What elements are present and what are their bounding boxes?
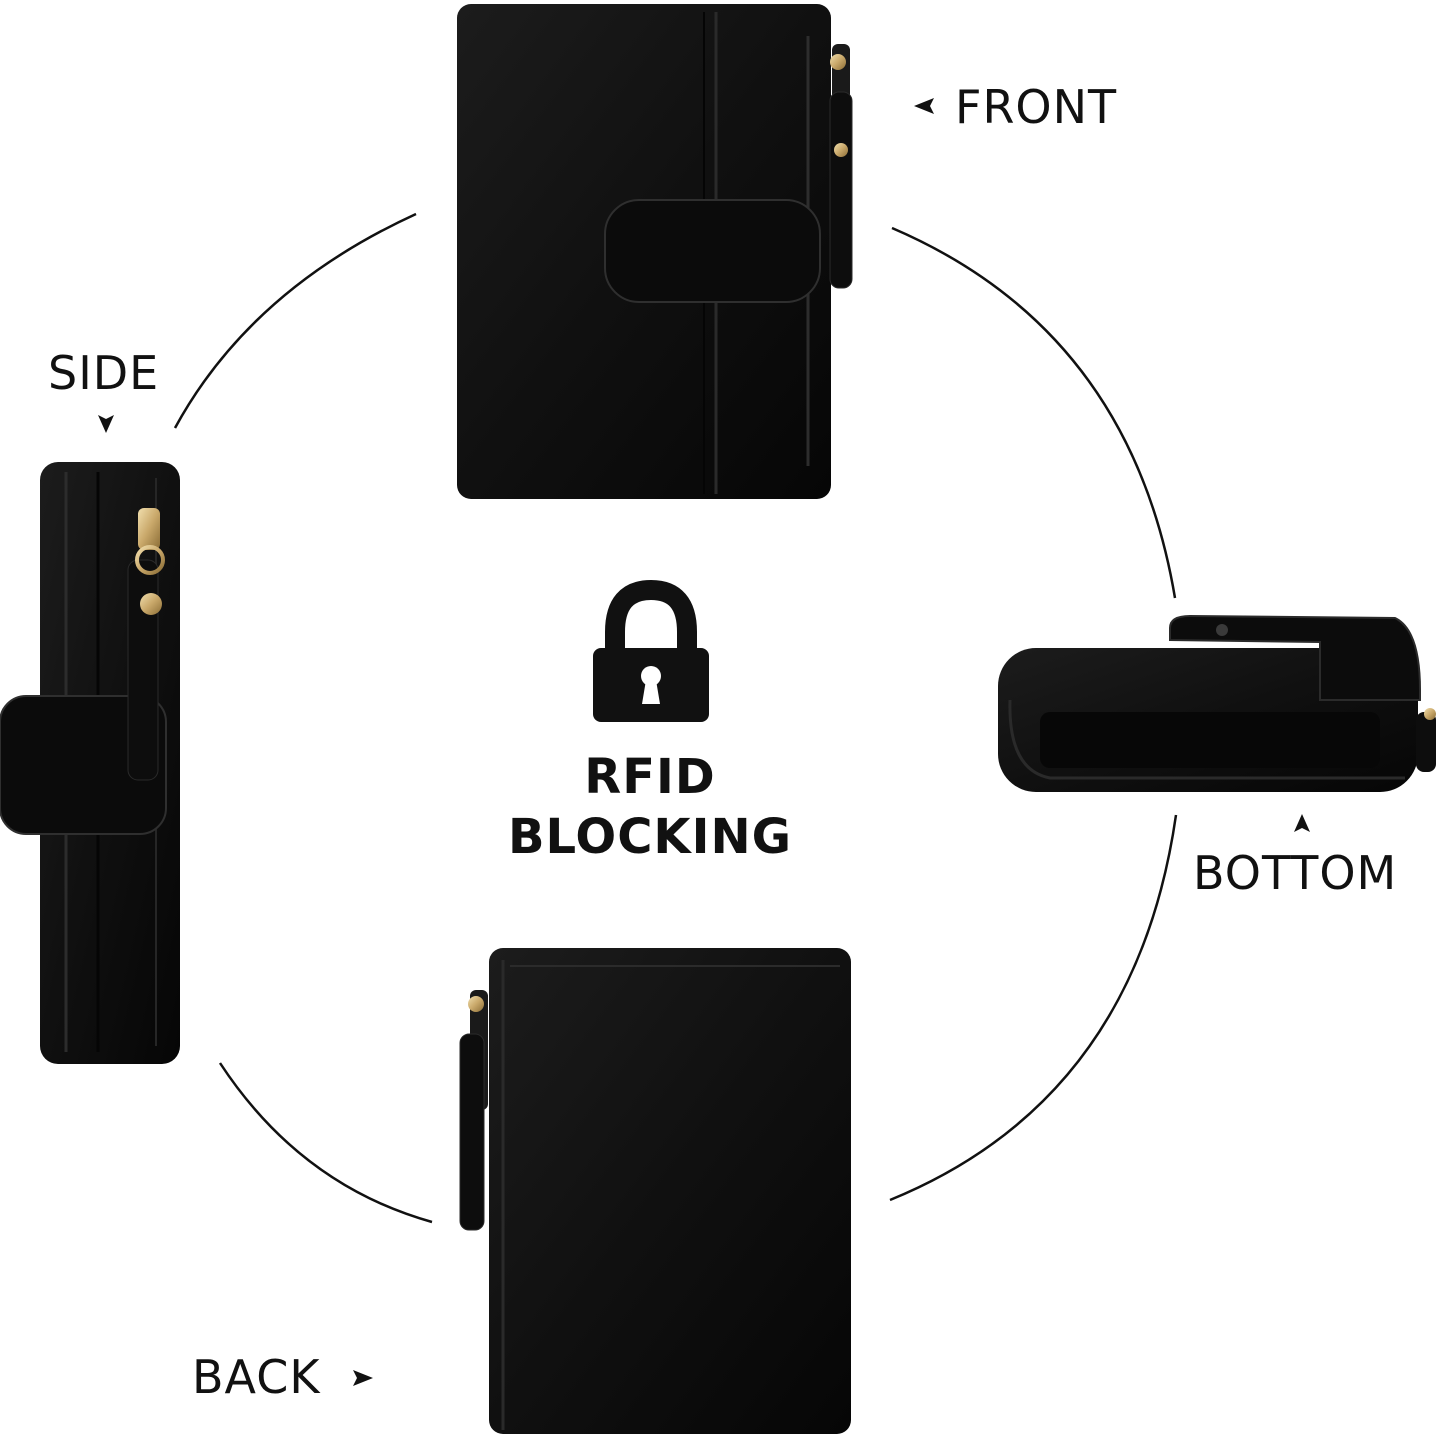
wallet-bottom-image [998,614,1436,792]
arc-bottom-right [889,814,1178,1202]
arc-bottom-left [218,1062,433,1224]
back-arrow-icon [353,1370,373,1386]
side-arrow-icon [98,415,114,433]
arc-top-left [173,212,417,429]
padlock-icon [593,579,709,722]
bottom-arrow-icon [1294,814,1310,832]
rfid-title: RFID [584,749,716,805]
wallet-side-image [0,462,180,1064]
bottom-label: BOTTOM [1193,846,1398,900]
side-label: SIDE [48,346,160,400]
blocking-title: BLOCKING [507,809,793,865]
front-label: FRONT [955,80,1118,134]
direction-arrows [98,98,1310,1386]
wallet-back-image [459,948,851,1434]
arc-top-right [891,226,1177,599]
circle-arcs [173,212,1178,1224]
back-label: BACK [192,1350,321,1404]
wallet-front-image [457,4,853,499]
front-arrow-icon [914,98,934,114]
